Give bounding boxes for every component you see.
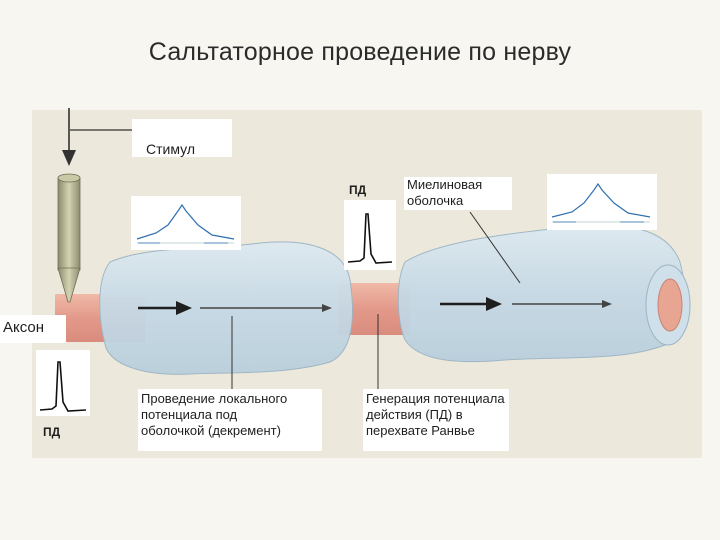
myelin-label-line-2: оболочка	[407, 193, 512, 209]
myelin-sheath-right	[398, 225, 685, 362]
conduction-label-line-2: потенциала под	[141, 407, 322, 423]
stimulus-arrow-head	[62, 150, 76, 166]
conduction-label-line-3: оболочкой (декремент)	[141, 423, 322, 439]
axon-end-inner	[658, 279, 682, 331]
electrode-top	[58, 174, 80, 182]
ap-label-top: ПД	[349, 182, 366, 198]
generation-label-line-2: действия (ПД) в	[366, 407, 509, 423]
local-potential-graph-right	[547, 174, 657, 230]
conduction-label-line-1: Проведение локального	[141, 391, 322, 407]
axon-label: Аксон	[0, 315, 66, 343]
conduction-label: Проведение локального потенциала под обо…	[138, 389, 322, 451]
local-potential-graph-left	[131, 196, 241, 250]
action-potential-graph-top	[344, 200, 396, 270]
myelin-label: Миелиновая оболочка	[404, 177, 512, 210]
action-potential-graph-bottom	[36, 350, 90, 416]
myelin-label-line-1: Миелиновая	[407, 177, 512, 193]
ap-label-bottom: ПД	[43, 424, 60, 440]
stimulus-label: Стимул	[132, 119, 232, 157]
electrode-body	[58, 178, 80, 270]
generation-label-line-1: Генерация потенциала	[366, 391, 509, 407]
generation-label: Генерация потенциала действия (ПД) в пер…	[363, 389, 509, 451]
generation-label-line-3: перехвате Ранвье	[366, 423, 509, 439]
